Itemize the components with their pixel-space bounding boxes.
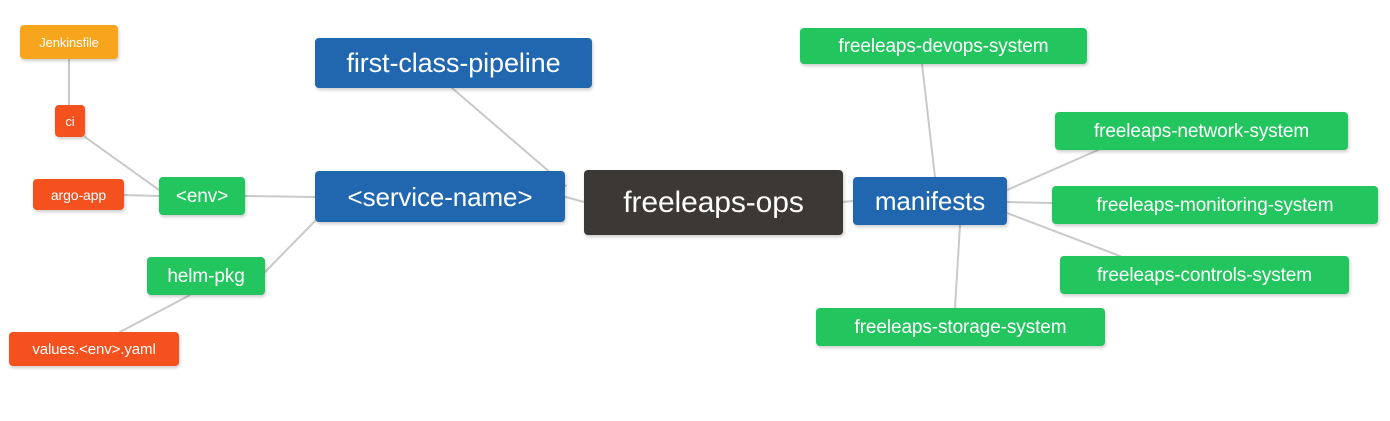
node-label-freeleaps-storage-system: freeleaps-storage-system xyxy=(854,316,1067,338)
edge-manifests-to-freeleaps-storage-system xyxy=(954,224,961,309)
edge-manifests-to-freeleaps-network-system xyxy=(1006,149,1099,191)
node-label-manifests: manifests xyxy=(874,186,986,216)
edge-freeleaps-ops-to-manifests xyxy=(842,200,854,203)
edge-manifests-to-freeleaps-monitoring-system xyxy=(1006,201,1053,204)
node-freeleaps-monitoring-system[interactable]: freeleaps-monitoring-system xyxy=(1052,186,1378,224)
node-label-freeleaps-controls-system: freeleaps-controls-system xyxy=(1096,264,1313,286)
node-service-name[interactable]: <service-name> xyxy=(315,171,565,222)
node-label-first-class-pipeline: first-class-pipeline xyxy=(346,47,561,78)
node-label-helm-pkg: helm-pkg xyxy=(167,265,245,287)
node-label-argo-app: argo-app xyxy=(50,186,107,203)
node-label-ci: ci xyxy=(65,113,75,129)
edge-env-to-argo-app xyxy=(123,194,160,197)
edge-manifests-to-freeleaps-devops-system xyxy=(921,63,936,178)
edge-helm-pkg-to-values-yaml xyxy=(119,294,191,333)
node-label-values-yaml: values.<env>.yaml xyxy=(32,340,156,358)
node-argo-app[interactable]: argo-app xyxy=(33,179,124,210)
node-ci[interactable]: ci xyxy=(55,105,85,137)
node-label-jenkinsfile: Jenkinsfile xyxy=(39,34,99,50)
node-label-freeleaps-network-system: freeleaps-network-system xyxy=(1093,120,1310,142)
edge-freeleaps-ops-to-service-name xyxy=(565,196,585,203)
node-freeleaps-network-system[interactable]: freeleaps-network-system xyxy=(1055,112,1348,150)
node-label-freeleaps-devops-system: freeleaps-devops-system xyxy=(838,35,1049,57)
node-label-freeleaps-ops: freeleaps-ops xyxy=(623,185,804,219)
node-freeleaps-devops-system[interactable]: freeleaps-devops-system xyxy=(800,28,1087,64)
node-label-env: <env> xyxy=(175,185,229,207)
node-values-yaml[interactable]: values.<env>.yaml xyxy=(9,332,179,366)
node-manifests[interactable]: manifests xyxy=(853,177,1007,225)
node-jenkinsfile[interactable]: Jenkinsfile xyxy=(20,25,118,59)
node-freeleaps-ops[interactable]: freeleaps-ops xyxy=(584,170,843,235)
node-label-service-name: <service-name> xyxy=(347,181,533,212)
node-label-freeleaps-monitoring-system: freeleaps-monitoring-system xyxy=(1096,194,1334,216)
edge-service-name-to-env xyxy=(244,195,316,198)
node-first-class-pipeline[interactable]: first-class-pipeline xyxy=(315,38,592,88)
edge-service-name-to-helm-pkg xyxy=(264,220,316,273)
node-helm-pkg[interactable]: helm-pkg xyxy=(147,257,265,295)
node-env[interactable]: <env> xyxy=(159,177,245,215)
node-freeleaps-controls-system[interactable]: freeleaps-controls-system xyxy=(1060,256,1349,294)
node-freeleaps-storage-system[interactable]: freeleaps-storage-system xyxy=(816,308,1105,346)
